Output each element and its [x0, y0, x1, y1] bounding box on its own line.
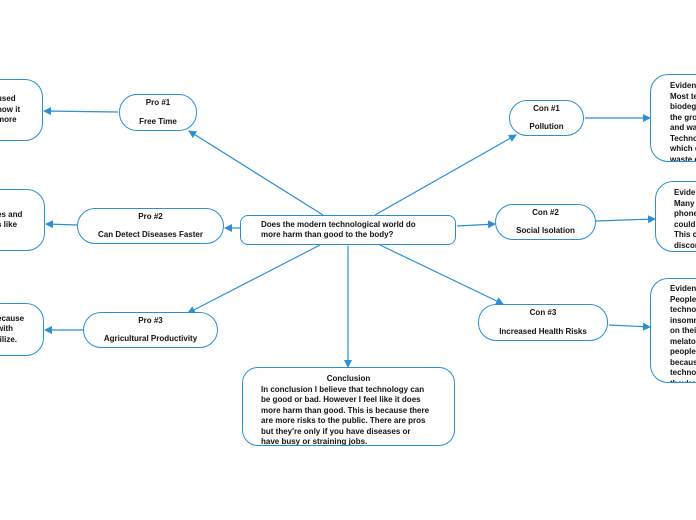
pro-1-evidence-text: used how it more: [0, 94, 21, 125]
pro-3-label: Agricultural Productivity: [103, 334, 198, 343]
pro-3-evidence-text: ecause with tilize.: [0, 313, 25, 344]
pro-3-title: Pro #3: [138, 315, 163, 325]
con-2-evidence-text: Many phone could This c discon: [674, 198, 696, 250]
con-1-label: Pollution: [529, 122, 564, 131]
pro-3-evidence-node[interactable]: ecause with tilize.: [0, 303, 44, 356]
con-3-evidence-title: Eviden: [670, 284, 696, 293]
con-1-node[interactable]: Con #1 Pollution: [509, 100, 584, 136]
con-2-node[interactable]: Con #2 Social Isolation: [495, 204, 596, 240]
con-1-title: Con #1: [533, 103, 560, 113]
pro-2-label: Can Detect Diseases Faster: [98, 230, 203, 239]
edge-pro1-evidence: [43, 107, 119, 116]
conclusion-text: In conclusion I believe that technology …: [261, 384, 430, 446]
con-1-evidence-node[interactable]: Eviden Most te biodeg the gro and wa Tec…: [650, 74, 696, 162]
central-question-node[interactable]: Does the modern technological world do m…: [240, 215, 456, 245]
con-3-title: Con #3: [529, 308, 557, 317]
con-2-title: Con #2: [532, 207, 559, 217]
con-1-evidence-text: Most te biodeg the gro and wa Techno whi…: [670, 91, 696, 162]
pro-3-node[interactable]: Pro #3 Agricultural Productivity: [83, 312, 218, 348]
edge-con2-evidence: [595, 215, 656, 224]
con-3-node[interactable]: Con #3 Increased Health Risks: [478, 304, 608, 341]
pro-2-title: Pro #2: [138, 211, 163, 221]
pro-1-title: Pro #1: [145, 98, 171, 107]
central-question-text: Does the modern technological world do m…: [261, 219, 416, 240]
con-2-evidence-node[interactable]: Evide Many phone could This c discon: [655, 181, 696, 252]
edge-root-con3: [379, 244, 504, 305]
con-2-evidence-title: Evide: [674, 188, 696, 197]
con-2-label: Social Isolation: [516, 226, 575, 235]
pro-1-evidence-node[interactable]: used how it more: [0, 79, 43, 141]
conclusion-title: Conclusion: [326, 374, 371, 383]
pro-1-node[interactable]: Pro #1 Free Time: [119, 94, 197, 131]
edge-root-con2: [456, 220, 496, 229]
edge-pro2-evidence: [45, 220, 78, 229]
pro-2-node[interactable]: Pro #2 Can Detect Diseases Faster: [77, 208, 224, 244]
edge-root-con1: [374, 134, 517, 216]
edge-root-pro3: [187, 244, 321, 314]
con-3-evidence-node[interactable]: Eviden People techno insomn on thei mela…: [650, 278, 696, 383]
pro-2-evidence-text: es and s like: [0, 209, 23, 230]
pro-2-evidence-node[interactable]: es and s like: [0, 189, 45, 251]
edge-root-pro1: [188, 130, 324, 216]
con-3-label: Increased Health Risks: [499, 326, 587, 336]
con-1-evidence-title: Eviden: [670, 81, 696, 90]
edge-con3-evidence: [608, 322, 651, 331]
pro-1-label: Free Time: [139, 116, 177, 126]
conclusion-node[interactable]: Conclusion In conclusion I believe that …: [242, 367, 455, 446]
con-3-evidence-text: People techno insomn on thei melato peop…: [670, 294, 696, 383]
